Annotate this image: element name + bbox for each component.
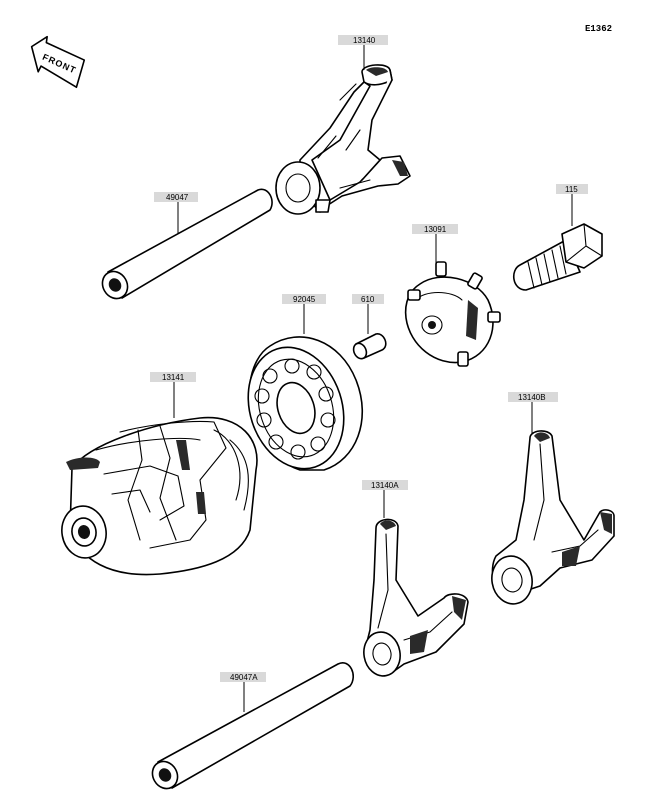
part-92045-bearing[interactable] bbox=[233, 335, 364, 481]
leader-lines bbox=[173, 44, 573, 712]
part-13140B-shift-fork[interactable] bbox=[488, 430, 615, 607]
front-arrow-icon: FRONT bbox=[30, 35, 86, 89]
part-49047A-fork-shaft[interactable] bbox=[148, 662, 354, 793]
bearing-balls bbox=[254, 358, 336, 460]
part-13140A-shift-fork[interactable] bbox=[360, 518, 469, 678]
part-115-bolt[interactable] bbox=[513, 223, 603, 291]
callout-13140-text: 13140 bbox=[353, 36, 376, 45]
diagram-code: E1362 bbox=[585, 24, 612, 34]
callout-13140[interactable]: 13140 bbox=[338, 35, 388, 45]
callout-49047A-text: 49047A bbox=[230, 673, 258, 682]
callout-13140B-text: 13140B bbox=[518, 393, 546, 402]
callout-13141-text: 13141 bbox=[162, 373, 185, 382]
callout-13140B[interactable]: 13140B bbox=[508, 392, 558, 402]
callout-49047A[interactable]: 49047A bbox=[220, 672, 266, 682]
callout-13140A-text: 13140A bbox=[371, 481, 399, 490]
callout-92045[interactable]: 92045 bbox=[282, 294, 326, 304]
callout-49047-text: 49047 bbox=[166, 193, 189, 202]
part-13140-shift-fork[interactable] bbox=[275, 64, 411, 215]
callout-610-text: 610 bbox=[361, 295, 375, 304]
callout-13091[interactable]: 13091 bbox=[412, 224, 458, 234]
part-49047-fork-shaft[interactable] bbox=[98, 188, 273, 303]
callout-115-text: 115 bbox=[565, 185, 578, 194]
part-13141-shift-drum[interactable] bbox=[58, 416, 258, 576]
part-610-pin[interactable] bbox=[351, 333, 387, 361]
callout-49047[interactable]: 49047 bbox=[154, 192, 198, 202]
callout-13091-text: 13091 bbox=[424, 225, 447, 234]
callout-13140A[interactable]: 13140A bbox=[362, 480, 408, 490]
callout-610[interactable]: 610 bbox=[352, 294, 384, 304]
callout-115[interactable]: 115 bbox=[556, 184, 588, 194]
part-13091-drum-cam[interactable] bbox=[404, 261, 501, 367]
callout-13141[interactable]: 13141 bbox=[150, 372, 196, 382]
callout-92045-text: 92045 bbox=[293, 295, 316, 304]
